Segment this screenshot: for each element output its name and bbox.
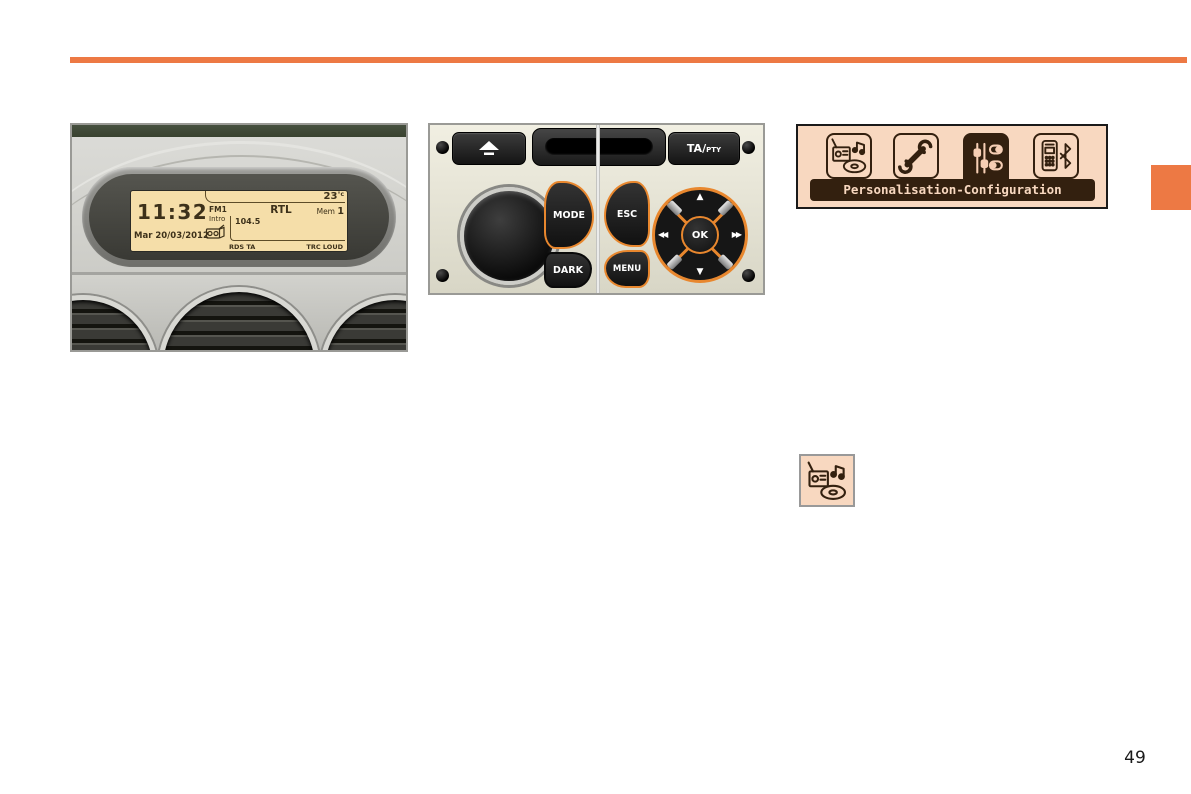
navigation-pad: ▲ ▼ ◀◀ ▶▶ OK [652,187,748,283]
dashboard-arc [72,141,406,350]
display-top-line [205,191,345,203]
windscreen-strip [72,125,406,137]
telephone-functions-icon [1033,133,1079,179]
air-vent-right [320,295,406,350]
down-arrow-button: ▼ [696,267,704,277]
air-vent-center [158,287,320,350]
eject-icon [479,141,499,155]
eject-button [452,132,526,165]
radio-memory: Mem 1 [317,207,344,217]
seek-forward-button: ▶▶ [731,230,742,239]
clock-time: 11:32 [137,200,209,224]
radio-mode-label: Intro [209,215,226,223]
status-rds-ta: RDS TA [229,243,256,251]
control-panel-photo: TA/ PTY MODE DARK ESC MENU ▲ ▼ ◀◀ ▶▶ OK [428,123,765,295]
esc-button: ESC [604,181,650,247]
seek-back-button: ◀◀ [658,230,668,239]
ok-button: OK [681,216,719,254]
panel-divider [596,125,600,293]
dpad-wedge [717,199,734,217]
dashboard-arc [72,155,406,350]
radio-station: RTL [270,204,292,216]
ta-pty-button: TA/ PTY [668,132,740,165]
dashboard-seam [72,272,406,275]
clock-date: Mar 20/03/2012 [134,231,209,241]
pty-label: PTY [706,145,722,154]
dpad-wedge [666,253,683,271]
temperature-unit: °c [337,191,344,198]
menu-button: MENU [604,250,650,288]
screw-icon [436,269,449,282]
screw-icon [742,141,755,154]
status-loudness: TRC LOUD [306,243,343,251]
radio-frequency: 104.5 [235,217,261,226]
dark-button: DARK [544,252,592,288]
vehicle-configuration-icon [893,133,939,179]
menu-screen-photo: Personalisation-Configuration [796,124,1108,209]
screw-icon [742,269,755,282]
radio-band: FM1 [209,205,227,214]
audio-source-icon [205,223,226,241]
air-vent-left [72,295,158,350]
audio-functions-icon [826,133,872,179]
dashboard-photo: 11:32 Mar 20/03/2012 23°c FM1 RTL Mem 1 … [70,123,408,352]
multifunction-display: 11:32 Mar 20/03/2012 23°c FM1 RTL Mem 1 … [130,190,348,252]
audio-functions-icon [799,454,855,507]
chapter-tab [1151,165,1191,210]
top-divider-rule [70,57,1187,63]
volume-knob [460,187,558,285]
air-vents [72,275,406,350]
ta-label: TA/ [686,142,707,155]
personalisation-configuration-icon [963,133,1009,185]
screw-icon [436,141,449,154]
page-number: 49 [1124,748,1146,768]
outside-temperature: 23°c [324,192,344,202]
display-frequency-line [230,216,345,241]
memory-label: Mem [316,207,338,216]
temperature-value: 23 [323,191,338,202]
up-arrow-button: ▲ [696,192,704,202]
mode-button: MODE [544,181,594,249]
menu-title-bar: Personalisation-Configuration [810,179,1095,201]
memory-value: 1 [337,206,344,217]
